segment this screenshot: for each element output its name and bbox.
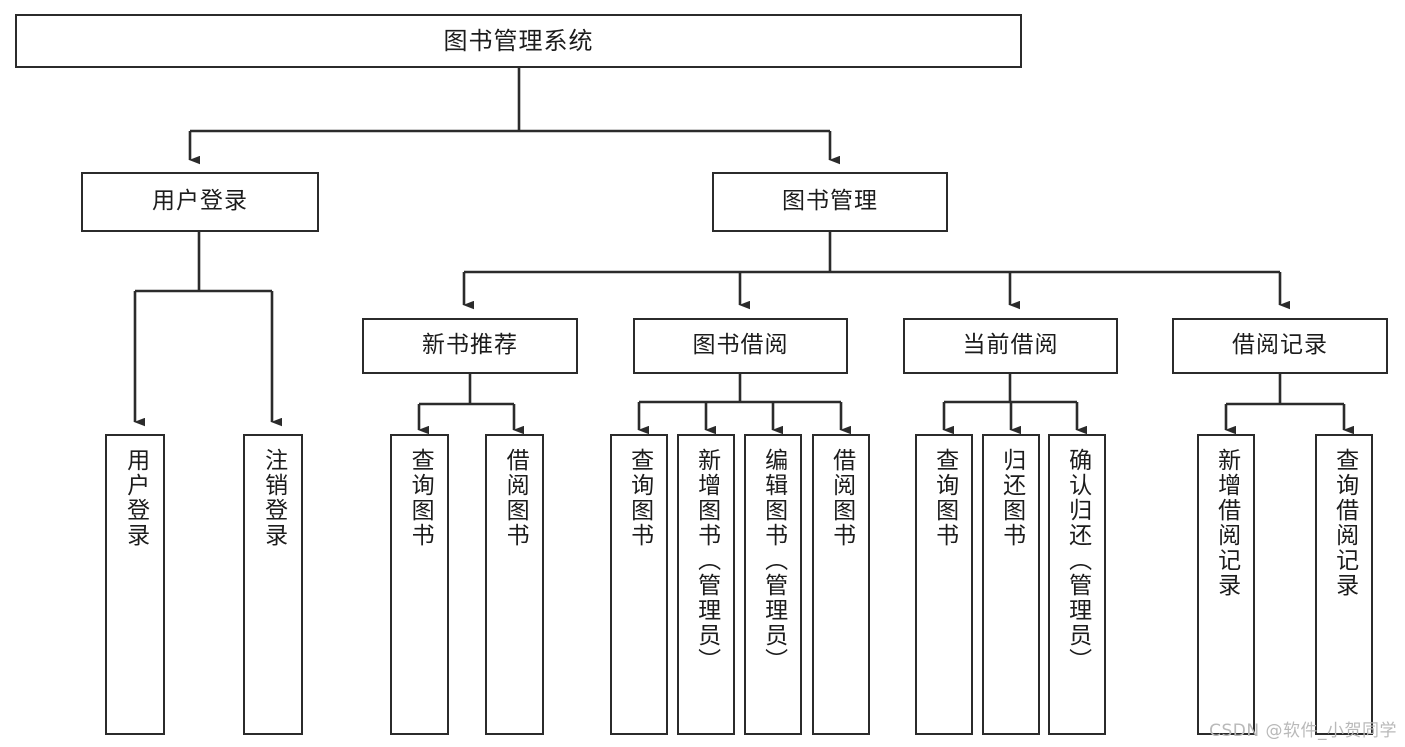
node-book-management[interactable]: 图书管理 (712, 172, 948, 232)
node-label: 借阅记录 (1232, 332, 1328, 359)
watermark: CSDN @软件_小贺同学 (1209, 721, 1397, 741)
leaf-current-borrow-query[interactable]: 查询图书 (915, 434, 973, 735)
leaf-label: 查询图书 (407, 448, 434, 548)
node-label: 用户登录 (152, 188, 248, 215)
node-new-book-recommend[interactable]: 新书推荐 (362, 318, 578, 374)
leaf-label: 查询借阅记录 (1331, 448, 1358, 598)
leaf-new-book-borrow[interactable]: 借阅图书 (485, 434, 544, 735)
leaf-label: 用户登录 (122, 448, 149, 548)
leaf-label: 新增图书（管理员） (693, 448, 720, 673)
leaf-label: 归还图书 (998, 448, 1025, 548)
node-user-login[interactable]: 用户登录 (81, 172, 319, 232)
node-label: 新书推荐 (422, 332, 518, 359)
leaf-user-login-login[interactable]: 用户登录 (105, 434, 165, 735)
leaf-label: 注销登录 (260, 448, 287, 548)
node-borrow-record[interactable]: 借阅记录 (1172, 318, 1388, 374)
leaf-borrow-record-query[interactable]: 查询借阅记录 (1315, 434, 1373, 735)
node-label: 图书借阅 (692, 332, 789, 359)
leaf-label: 新增借阅记录 (1213, 448, 1240, 598)
leaf-book-borrow-borrow[interactable]: 借阅图书 (812, 434, 870, 735)
leaf-current-borrow-return[interactable]: 归还图书 (982, 434, 1040, 735)
leaf-book-borrow-query[interactable]: 查询图书 (610, 434, 668, 735)
leaf-book-borrow-add[interactable]: 新增图书（管理员） (677, 434, 735, 735)
leaf-current-borrow-confirm-return[interactable]: 确认归还（管理员） (1048, 434, 1106, 735)
leaf-book-borrow-edit[interactable]: 编辑图书（管理员） (744, 434, 802, 735)
node-label: 图书管理 (782, 188, 878, 215)
node-label: 图书管理系统 (443, 26, 594, 55)
leaf-label: 查询图书 (626, 448, 653, 548)
node-label: 当前借阅 (962, 332, 1059, 359)
node-book-borrow[interactable]: 图书借阅 (633, 318, 848, 374)
leaf-new-book-query[interactable]: 查询图书 (390, 434, 449, 735)
leaf-borrow-record-add[interactable]: 新增借阅记录 (1197, 434, 1255, 735)
leaf-label: 查询图书 (931, 448, 958, 548)
leaf-user-login-logout[interactable]: 注销登录 (243, 434, 303, 735)
leaf-label: 编辑图书（管理员） (760, 448, 787, 673)
leaf-label: 确认归还（管理员） (1064, 448, 1091, 673)
leaf-label: 借阅图书 (502, 448, 529, 548)
node-root[interactable]: 图书管理系统 (15, 14, 1022, 68)
leaf-label: 借阅图书 (828, 448, 855, 548)
node-current-borrow[interactable]: 当前借阅 (903, 318, 1118, 374)
